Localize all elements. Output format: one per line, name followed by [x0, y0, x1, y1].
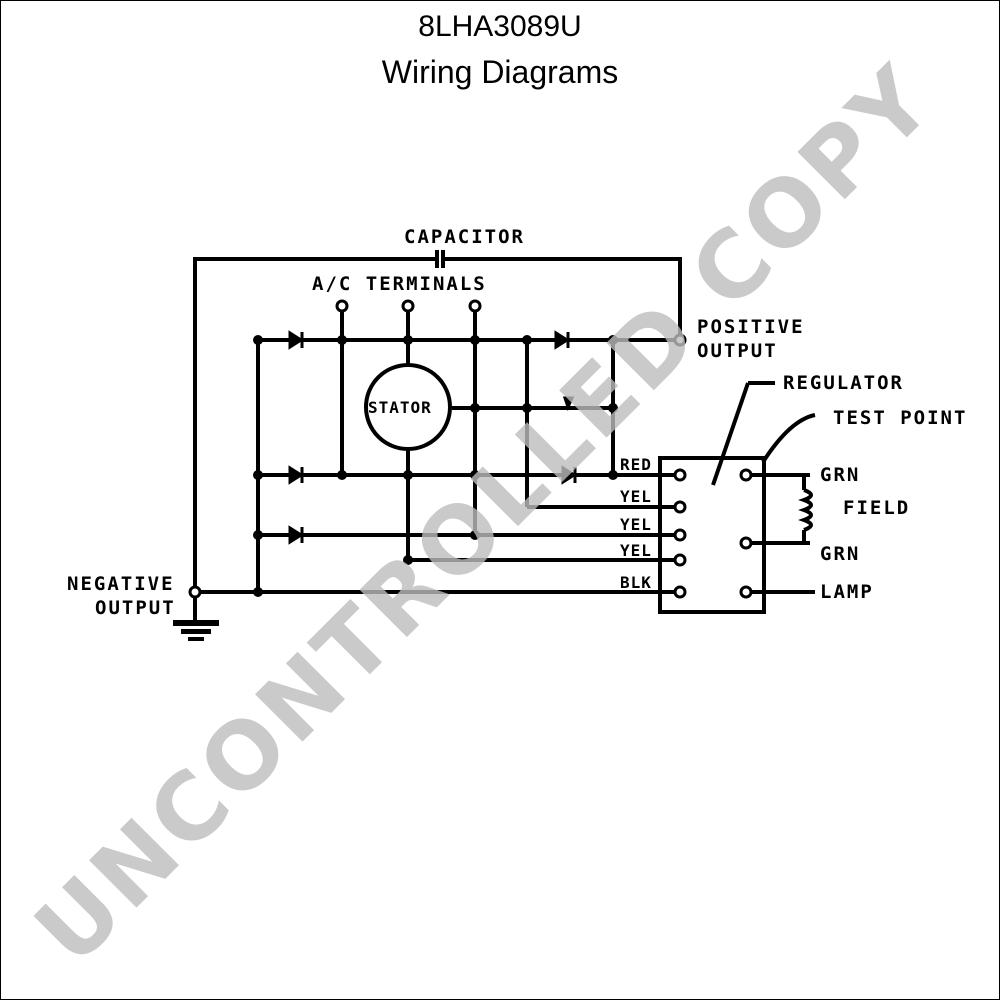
regulator-pin: [673, 585, 687, 599]
page-title: Wiring Diagrams: [381, 54, 619, 90]
red-wire-label: RED: [620, 455, 652, 474]
regulator-pin: [739, 536, 753, 550]
uncontrolled-copy-watermark: UNCONTROLLED COPY: [15, 45, 955, 985]
regulator-label: REGULATOR: [783, 372, 904, 394]
positive-output-label-2: OUTPUT: [697, 340, 778, 362]
diodes: [288, 330, 577, 545]
wires: [193, 250, 816, 620]
diode: [561, 465, 577, 485]
stator-label: STATOR: [368, 398, 432, 417]
diode: [288, 525, 304, 545]
diode: [562, 396, 575, 412]
yel-wire-label-2: YEL: [620, 515, 652, 534]
diode: [288, 465, 304, 485]
ac-terminal: [335, 299, 349, 313]
field-label: FIELD: [843, 497, 910, 519]
regulator-pin: [673, 528, 687, 542]
lamp-label: LAMP: [820, 581, 874, 603]
part-number: 8LHA3089U: [418, 10, 582, 43]
negative-output-terminal: [188, 585, 202, 599]
positive-output-terminal: [673, 333, 687, 347]
ground-bars: [173, 620, 219, 641]
yel-wire-label-1: YEL: [620, 487, 652, 506]
junctions: [253, 335, 618, 597]
diode: [554, 330, 570, 350]
diode: [288, 330, 304, 350]
ac-terminals-label: A/C TERMINALS: [312, 273, 487, 295]
regulator-pin: [673, 553, 687, 567]
ac-terminal: [468, 299, 482, 313]
test-point-label: TEST POINT: [833, 407, 967, 429]
grn-wire-label-top: GRN: [820, 464, 860, 486]
field-coil: [798, 488, 813, 532]
negative-output-label-1: NEGATIVE: [67, 573, 175, 595]
grn-wire-label-bottom: GRN: [820, 543, 860, 565]
regulator-pin: [673, 468, 687, 482]
stator: [364, 363, 452, 451]
regulator-box: [658, 456, 766, 614]
terminals: [188, 299, 753, 599]
negative-output-label-2: OUTPUT: [95, 597, 176, 619]
yel-wire-label-3: YEL: [620, 541, 652, 560]
positive-output-label-1: POSITIVE: [697, 316, 805, 338]
regulator-pin: [673, 500, 687, 514]
ac-terminal: [401, 299, 415, 313]
blk-wire-label: BLK: [620, 573, 652, 592]
capacitor-label: CAPACITOR: [404, 226, 525, 248]
regulator-pin: [739, 468, 753, 482]
regulator-pin: [739, 585, 753, 599]
capacitor-wire: [193, 257, 682, 592]
